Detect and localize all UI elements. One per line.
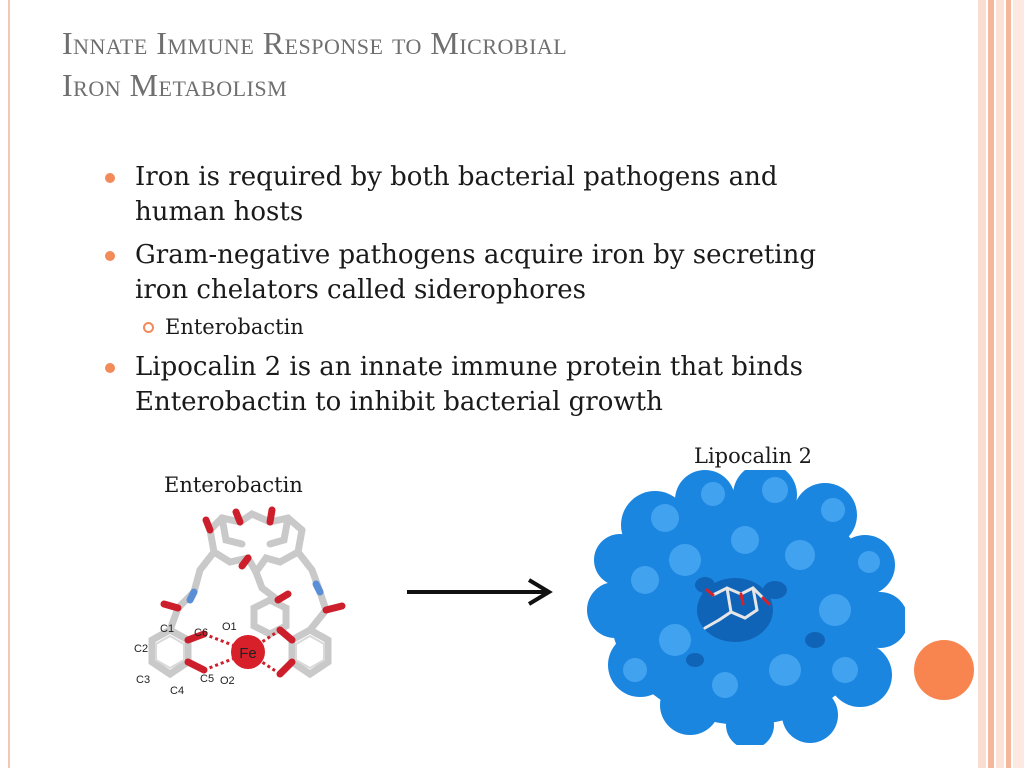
- slide-title: Innate Immune Response to Microbial Iron…: [62, 22, 942, 106]
- bullet-line: Lipocalin 2 is an innate immune protein …: [135, 352, 803, 382]
- atom-label: C3: [136, 674, 150, 686]
- atom-label: C6: [194, 627, 208, 639]
- title-line-1: Innate Immune Response to Microbial: [62, 25, 568, 61]
- atom-label: C4: [170, 685, 184, 697]
- decorative-orange-circle: [914, 640, 974, 700]
- bullet-line: Gram-negative pathogens acquire iron by …: [135, 240, 817, 270]
- left-border-rule: [8, 0, 10, 768]
- right-decorative-stripes: [978, 0, 1024, 768]
- sub-bullet-text: Enterobactin: [165, 315, 304, 339]
- bullet-item: Iron is required by both bacterial patho…: [105, 160, 865, 230]
- atom-label: C1: [160, 623, 174, 635]
- atom-label: C2: [134, 643, 148, 655]
- bullet-dot-icon: [105, 173, 115, 183]
- bullet-dot-icon: [105, 251, 115, 261]
- bullet-line: iron chelators called siderophores: [135, 275, 587, 305]
- atom-label: C5: [200, 673, 214, 685]
- sub-bullet-ring-icon: [143, 322, 154, 333]
- enterobactin-caption: Enterobactin: [164, 473, 303, 497]
- bullet-line: Iron is required by both bacterial patho…: [135, 162, 778, 192]
- atom-label: O2: [220, 675, 235, 687]
- lipocalin-protein-image: [587, 470, 905, 745]
- bullet-dot-icon: [105, 363, 115, 373]
- atom-label: O1: [222, 621, 237, 633]
- sub-bullet-item: Enterobactin: [105, 312, 865, 342]
- enterobactin-molecule-image: Fe C1 C6 O1 C2 C3 C4 C5 O2: [134, 506, 346, 697]
- bullet-list: Iron is required by both bacterial patho…: [105, 160, 865, 428]
- bullet-line: Enterobactin to inhibit bacterial growth: [135, 387, 663, 417]
- lipocalin-caption: Lipocalin 2: [694, 444, 813, 468]
- arrow-right-icon: [407, 578, 553, 606]
- bullet-item: Gram-negative pathogens acquire iron by …: [105, 238, 865, 308]
- iron-atom-label: Fe: [239, 645, 257, 662]
- title-line-2: Iron Metabolism: [62, 67, 288, 103]
- bullet-item: Lipocalin 2 is an innate immune protein …: [105, 350, 865, 420]
- bullet-line: human hosts: [135, 197, 304, 227]
